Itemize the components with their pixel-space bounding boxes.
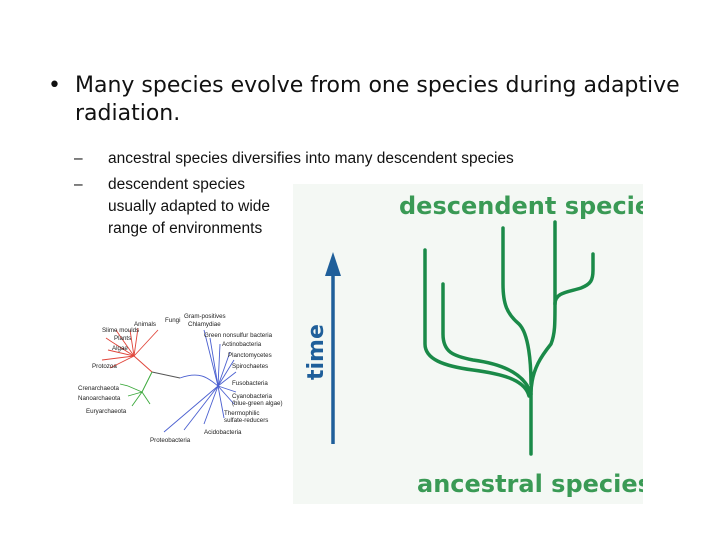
time-axis-label: time xyxy=(304,324,329,380)
main-bullet-text: Many species evolve from one species dur… xyxy=(75,73,680,126)
tree-label-green-nonsulfur: Green nonsulfur bacteria xyxy=(204,332,273,339)
figure-background xyxy=(293,184,643,504)
tree-label-fusobacteria: Fusobacteria xyxy=(232,380,268,387)
tree-label-cyanobacteria: Cyanobacteria xyxy=(232,393,272,400)
adaptive-radiation-figure: descendent species ancestral species tim… xyxy=(293,184,643,504)
tree-label-actinobacteria: Actinobacteria xyxy=(222,341,262,348)
descendent-species-label: descendent species xyxy=(399,192,643,220)
tree-of-life-figure: Animals Fungi Slime moulds Plants Algae … xyxy=(78,313,283,444)
tree-root-branch xyxy=(151,371,181,379)
tree-label-chlamydiae: Chlamydiae xyxy=(188,321,221,328)
tree-label-algae: Algae xyxy=(112,345,128,352)
sub-bullet-text: descendent species usually adapted to wi… xyxy=(108,176,271,237)
tree-label-fungi: Fungi xyxy=(165,317,180,324)
tree-label-euryarchaeota: Euryarchaeota xyxy=(86,408,127,415)
sub-bullet-text: ancestral species diversifies into many … xyxy=(108,150,514,167)
branch-right xyxy=(553,252,595,306)
bacteria-fan xyxy=(163,329,237,433)
tree-label-thermophilic-sub: sulfate-reducers xyxy=(224,417,268,424)
bullet-marker: • xyxy=(48,73,61,98)
archaea-branch xyxy=(141,371,153,393)
tree-label-plants: Plants xyxy=(114,335,131,342)
tree-label-spirochaetes: Spirochaetes xyxy=(232,363,268,370)
archaea-fan xyxy=(119,383,151,407)
tree-label-animals: Animals xyxy=(134,321,156,328)
tree-label-proteobacteria: Proteobacteria xyxy=(150,437,191,444)
tree-label-acidobacteria: Acidobacteria xyxy=(204,429,242,436)
sub-bullet-marker: – xyxy=(74,176,83,193)
species-branches xyxy=(423,220,595,456)
branch-middle xyxy=(501,226,533,386)
eukaryote-fan xyxy=(101,327,159,369)
tree-label-planctomycetes: Planctomycetes xyxy=(228,352,272,359)
branch-left-2 xyxy=(423,248,531,398)
tree-label-thermophilic: Thermophilic xyxy=(224,410,259,417)
tree-label-slime-moulds: Slime moulds xyxy=(102,327,139,334)
sub-bullet-marker: – xyxy=(74,150,83,167)
branch-left-1 xyxy=(441,282,533,396)
eukaryote-branch xyxy=(133,355,153,373)
ancestral-species-label: ancestral species xyxy=(417,470,643,498)
tree-label-gram-positives: Gram-positives xyxy=(184,313,226,320)
tree-label-crenarchaeota: Crenarchaeota xyxy=(78,385,119,392)
tree-label-cyanobacteria-sub: (blue-green algae) xyxy=(232,400,283,407)
time-arrow xyxy=(325,252,341,444)
tree-label-nanoarchaeota: Nanoarchaeota xyxy=(78,395,121,402)
tree-label-protozoa: Protozoa xyxy=(92,363,117,370)
